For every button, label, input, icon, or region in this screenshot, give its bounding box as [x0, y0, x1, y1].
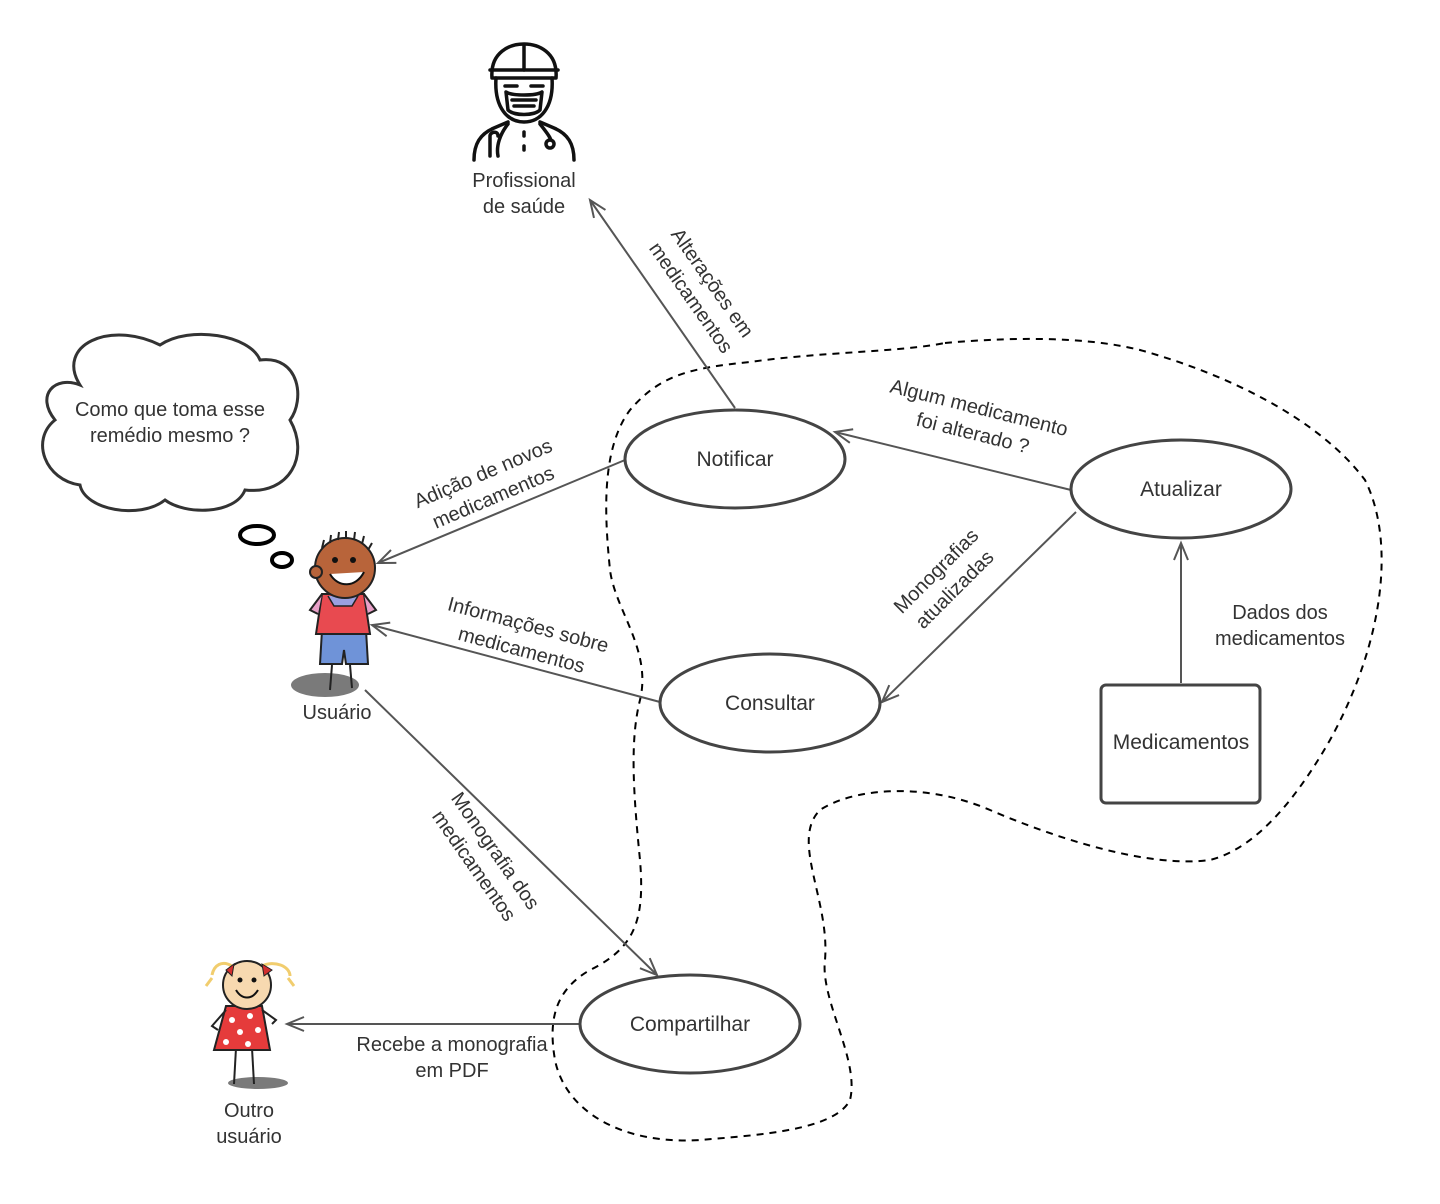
actor-user-label: Usuário: [303, 702, 372, 724]
label-altered: Algum medicamento foi alterado ?: [888, 376, 1070, 459]
edge-update-to-consult: [880, 511, 1077, 704]
thought-cloud: Como que toma esse remédio mesmo ?: [41, 332, 300, 569]
label-med-data-line1: Dados dos: [1232, 602, 1328, 624]
label-pdf: Recebe a monografia em PDF: [356, 1034, 548, 1082]
user-boy-figure[interactable]: [291, 531, 378, 697]
edge-update-to-notify: [832, 428, 1072, 491]
edge-notify-to-user: [375, 459, 626, 565]
actor-other-user-line2: usuário: [216, 1126, 282, 1148]
label-info: Informações sobre medicamentos: [445, 593, 611, 678]
thought-bubble-large: [238, 524, 276, 546]
process-update[interactable]: Atualizar: [1069, 438, 1293, 540]
process-share-label: Compartilhar: [630, 1013, 750, 1036]
actor-other-user-line1: Outro: [224, 1100, 274, 1122]
label-new-meds: Adição de novos medicamentos: [411, 435, 558, 533]
label-pdf-line2: em PDF: [415, 1060, 488, 1082]
process-notify-label: Notificar: [696, 448, 773, 471]
label-changes: Alterações em medicamentos: [644, 224, 757, 357]
thought-line1: Como que toma esse: [75, 399, 265, 421]
doctor-icon: [472, 42, 576, 162]
label-pdf-line1: Recebe a monografia: [356, 1034, 548, 1056]
process-consult-label: Consultar: [725, 692, 815, 715]
edge-consult-to-user: [369, 621, 661, 703]
actor-professional-line1: Profissional: [472, 170, 575, 192]
datastore-label: Medicamentos: [1113, 731, 1250, 754]
thought-line2: remédio mesmo ?: [90, 425, 250, 447]
process-share[interactable]: Compartilhar: [578, 973, 802, 1075]
label-monographs-updated: Monografias atualizadas: [890, 525, 999, 634]
label-med-data-line2: medicamentos: [1215, 628, 1345, 650]
process-update-label: Atualizar: [1140, 478, 1222, 501]
system-boundary: [551, 337, 1383, 1142]
edge-user-to-share: [364, 689, 659, 977]
process-notify[interactable]: Notificar: [623, 408, 847, 510]
process-consult[interactable]: Consultar: [658, 652, 882, 754]
thought-bubble-small: [270, 551, 294, 569]
datastore-medications[interactable]: Medicamentos: [1099, 683, 1262, 805]
label-med-data: Dados dos medicamentos: [1215, 602, 1345, 650]
other-user-girl-figure[interactable]: [204, 960, 296, 1089]
actor-professional-line2: de saúde: [483, 196, 565, 218]
label-monograph: Monografia dos medicamentos: [427, 788, 543, 925]
edge-notify-to-professional: [588, 197, 736, 409]
